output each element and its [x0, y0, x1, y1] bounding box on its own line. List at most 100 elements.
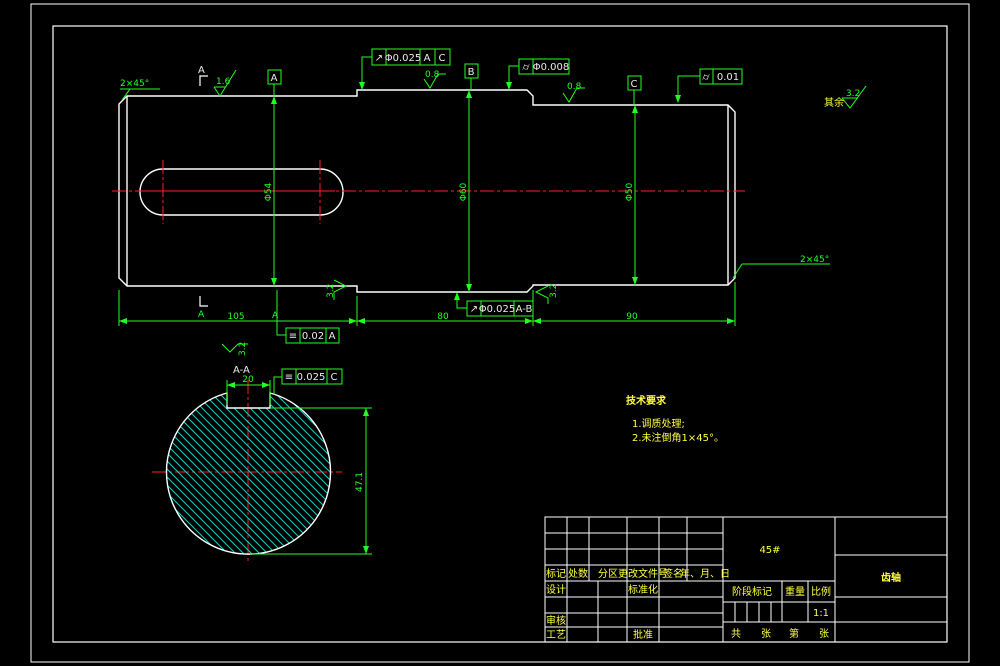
tb-standard: 标准化: [628, 583, 658, 596]
section-mark-bottom: A: [198, 310, 205, 320]
tb-mark: 标记: [546, 568, 566, 580]
tol-runout-ref1: A: [424, 53, 431, 64]
tol-sym-section-value: 0.025: [297, 372, 326, 383]
tol-runout-symbol: ↗: [375, 53, 383, 64]
roughness-r2: 0.8: [425, 70, 440, 80]
centerlines: [112, 160, 745, 562]
tol-sym-section: [281, 368, 343, 385]
tb-scale-value: 1:1: [813, 608, 829, 619]
arrow: [675, 95, 681, 103]
tb-scale: 比例: [811, 585, 831, 598]
datum-features: [267, 63, 642, 105]
title-name: 齿轴: [881, 571, 901, 584]
dim-len-mid: 80: [437, 312, 449, 322]
tol-runout-ref2: C: [439, 53, 446, 64]
roughness-r3: 0.8: [567, 82, 582, 92]
dim-dia-mid: Φ60: [459, 182, 469, 201]
tol-sym-left-value: 0.02: [302, 331, 324, 342]
tb-sheet-unit: 张: [819, 628, 829, 640]
tb-design: 设计: [546, 583, 566, 596]
roughness-r1: 1.6: [216, 77, 231, 87]
tol-runout-bottom: [456, 294, 534, 317]
shaft-outline: [118, 89, 736, 293]
tb-sheet-no: 第: [789, 627, 799, 640]
arrow: [363, 546, 369, 554]
tol-cyl-b-value: Φ0.008: [533, 62, 570, 73]
arrow: [632, 105, 638, 113]
tech-title: 技术要求: [626, 394, 667, 407]
tb-sign: 签名: [663, 567, 683, 580]
tol-sym-section-ref: C: [331, 372, 338, 383]
arrow: [227, 382, 235, 388]
roughness-symbols: [213, 69, 867, 353]
chamfer-right-label: 2×45°: [800, 255, 829, 265]
length-dimensions: [118, 282, 736, 326]
tol-cyl-c-symbol: ⌭: [702, 72, 710, 83]
tb-count: 处数: [568, 567, 588, 580]
tol-sym-left: [276, 290, 340, 344]
outer-frame: [30, 3, 970, 663]
datum-a: A: [271, 73, 278, 84]
dim-len-left: 105: [227, 312, 244, 322]
arrow: [533, 318, 541, 324]
title-block: [544, 516, 948, 643]
arrow: [727, 318, 735, 324]
tb-weight: 重量: [785, 585, 805, 598]
tb-review: 审核: [546, 614, 566, 627]
roughness-r4: 3.2: [326, 284, 336, 298]
tb-sheets-unit: 张: [761, 628, 771, 640]
tol-cyl-b-symbol: ⌭: [522, 62, 530, 73]
arrow: [466, 284, 472, 292]
tech-item-1: 1.调质处理;: [632, 418, 685, 430]
chamfer-leaders: [120, 88, 830, 279]
tol-sym-section-symbol: ≡: [285, 372, 293, 383]
tol-sym-left-ref: A: [329, 331, 336, 342]
section-keyway-width: 20: [242, 375, 254, 385]
title-material: 45#: [759, 545, 780, 556]
arrow: [271, 96, 277, 104]
arrow: [262, 382, 270, 388]
section-view: [165, 392, 332, 555]
keyway-slot: [139, 168, 344, 216]
section-depth: 47.1: [355, 472, 365, 492]
tol-runout-value: Φ0.025: [385, 53, 422, 64]
tol-sym-left-symbol: ≡: [289, 331, 297, 342]
roughness-rest-value: 3.2: [846, 89, 860, 99]
arrow: [466, 90, 472, 98]
datum-b: B: [468, 67, 475, 78]
tol-cyl-c-value: 0.01: [717, 72, 739, 83]
tol-runout-bottom-symbol: ↗: [470, 304, 478, 315]
tol-runout-top: [361, 48, 451, 88]
tb-docno: 更改文件号: [618, 567, 668, 580]
dim-dia-left: Φ54: [264, 182, 274, 201]
arrow: [525, 318, 533, 324]
section-mark-top: A: [198, 65, 205, 76]
arrow: [454, 292, 460, 300]
section-label: A-A: [233, 365, 250, 376]
tb-sheets-total: 共: [731, 628, 741, 640]
datum-a-bottom: A: [272, 311, 279, 321]
roughness-rest-label: 其余: [824, 96, 844, 109]
tb-stage-mark: 阶段标记: [732, 585, 772, 598]
tb-approve: 批准: [633, 628, 653, 641]
arrow: [271, 278, 277, 286]
datum-c: C: [631, 79, 638, 90]
arrow: [359, 82, 365, 90]
section-cut-marks: [199, 75, 208, 307]
inner-frame: [52, 25, 948, 643]
arrow: [119, 318, 127, 324]
tol-cyl-c: [677, 68, 743, 100]
tb-date: 年、月、日: [680, 567, 730, 580]
tol-cyl-b: [508, 58, 570, 88]
dim-dia-right: Φ50: [625, 182, 635, 201]
roughness-r5: 3.2: [549, 284, 559, 298]
tol-runout-bottom-ref: A-B: [516, 304, 533, 315]
tb-process: 工艺: [546, 629, 566, 641]
diameter-dimensions: [273, 90, 636, 292]
tech-item-2: 2.未注倒角1×45°。: [632, 431, 724, 444]
tol-runout-bottom-value: Φ0.025: [479, 304, 516, 315]
arrow: [632, 277, 638, 285]
arrow: [363, 408, 369, 416]
tb-zone: 分区: [598, 568, 618, 580]
